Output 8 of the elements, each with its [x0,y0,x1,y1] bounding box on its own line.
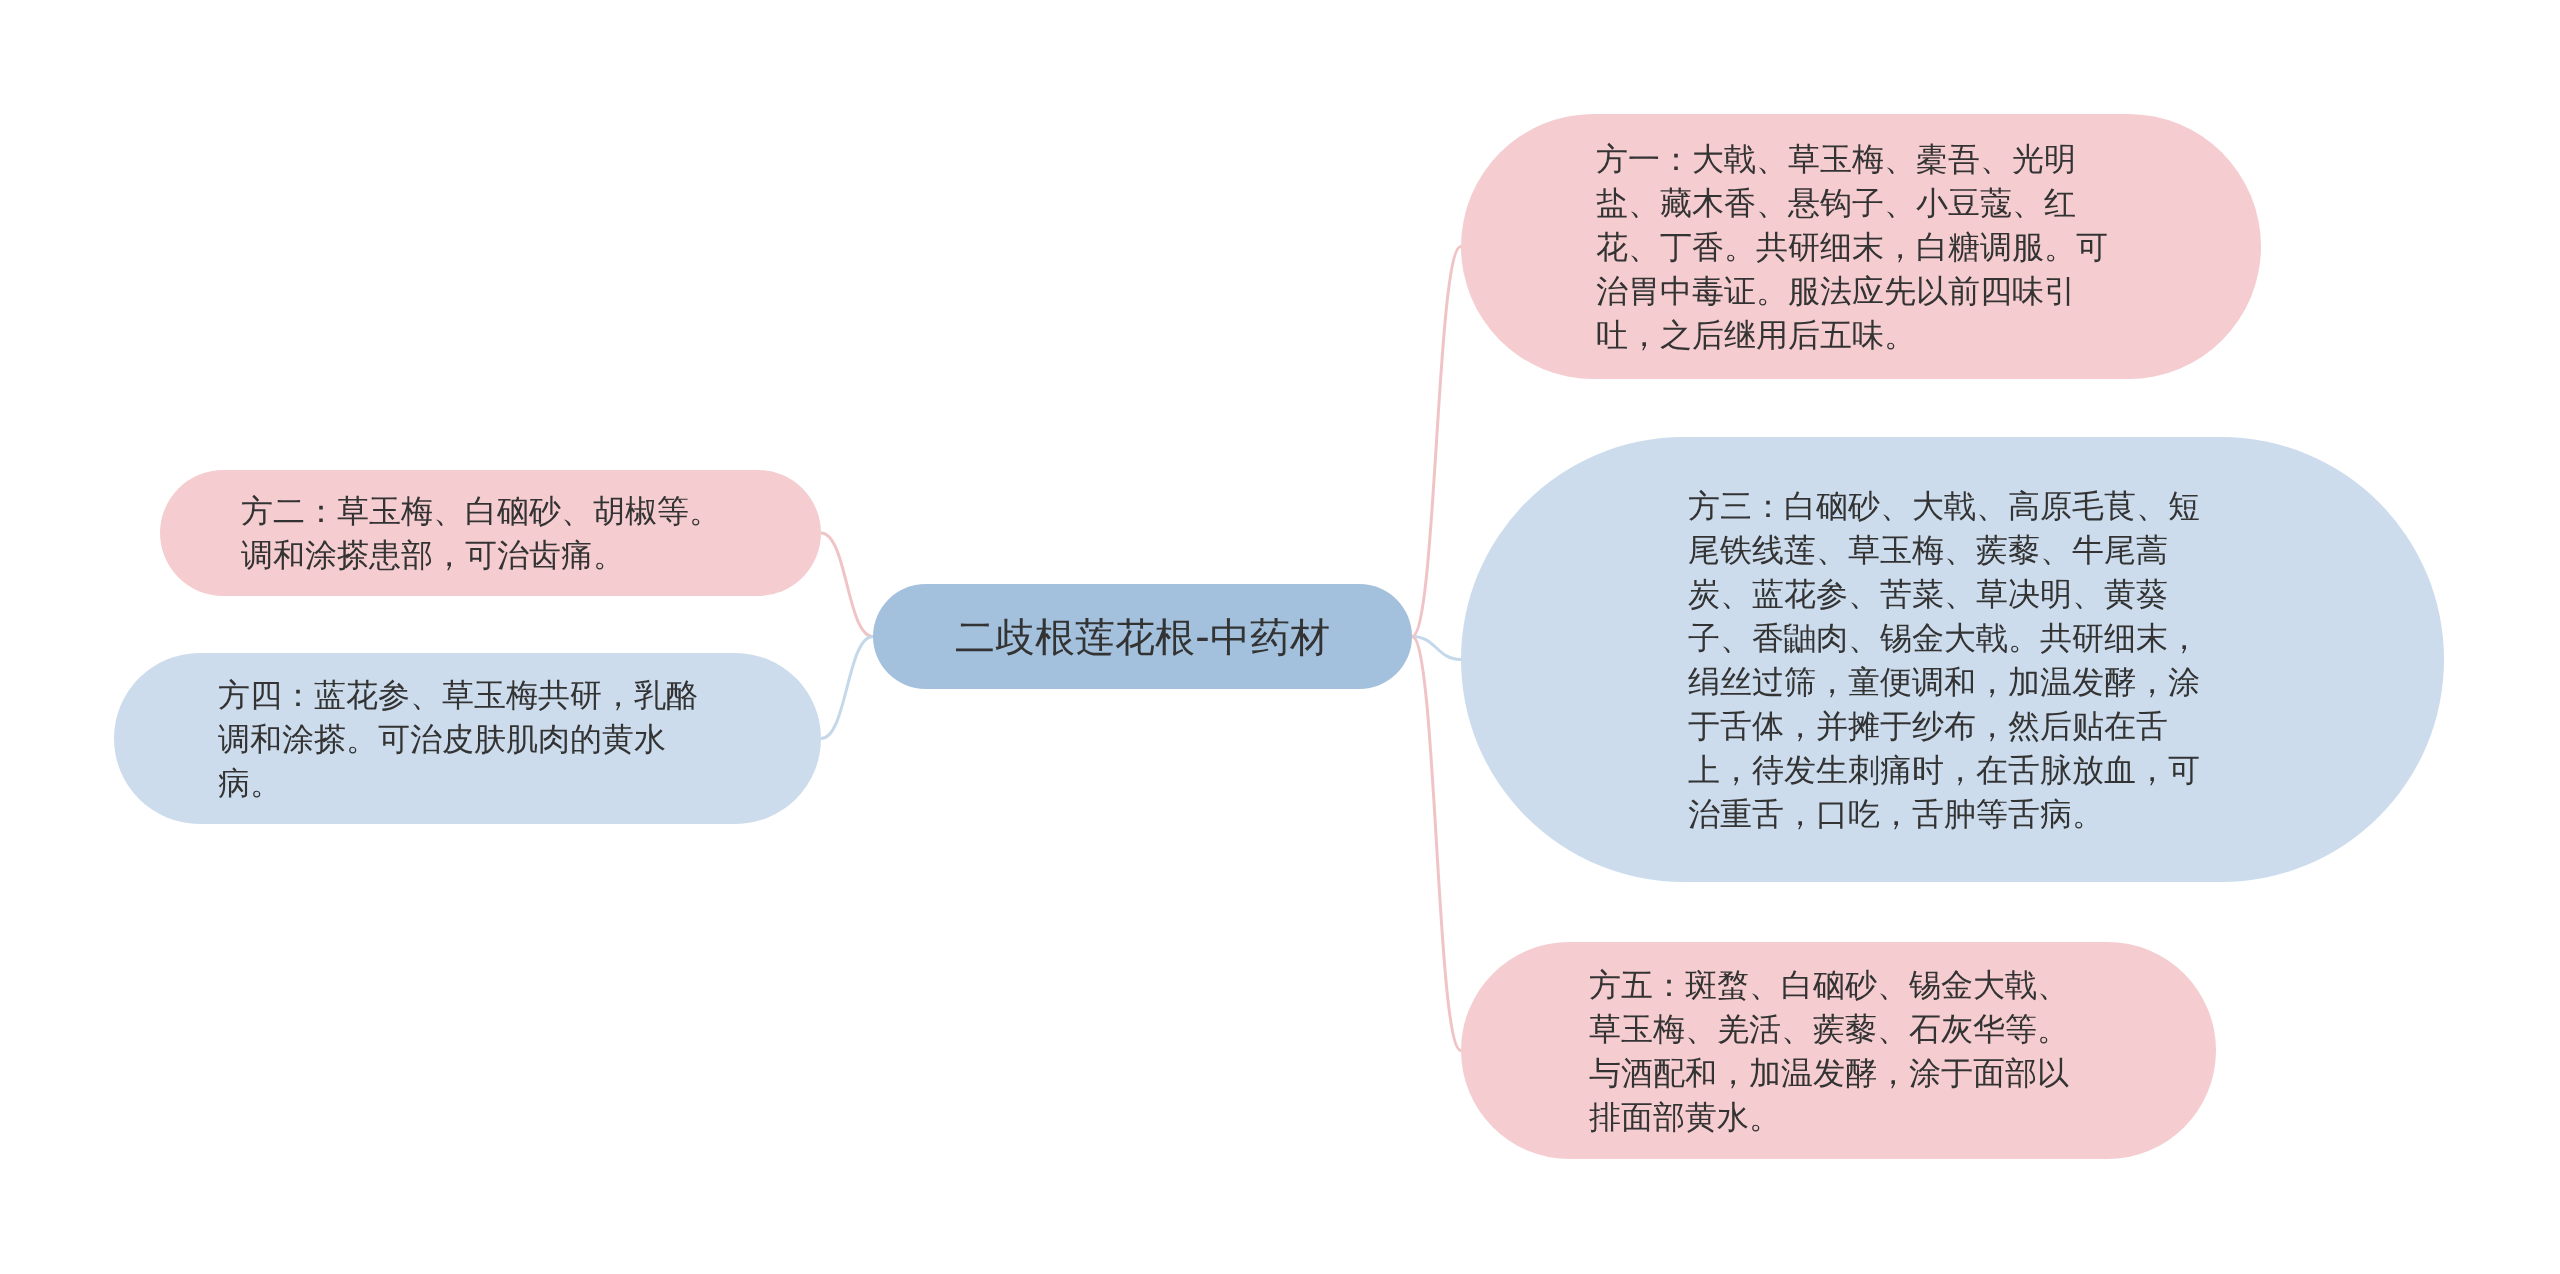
branch-text: 方五：斑蝥、白硇砂、锡金大戟、草玉梅、羌活、蒺藜、石灰华等。与酒配和，加温发酵，涂于面部以排面部黄水。 [1588,964,2070,1138]
branch-text: 方三：白硇砂、大戟、高原毛茛、短尾铁线莲、草玉梅、蒺藜、牛尾蒿炭、蓝花参、苦菜、草决明、黄葵子、香鼬肉、锡金大戟。共研细末，绢丝过筛，童便调和，加温发酵，涂于舌体，并摊于纱布，然后贴在舌上，待发生刺痛时，在舌脉放血，可治重舌，口吃，舌肿等舌病。 [1687,485,2201,835]
branch-text: 方二：草玉梅、白硇砂、胡椒等。调和涂搽患部，可治齿痛。 [240,491,722,576]
topic-text: 二歧根莲花根-中药材 [954,612,1331,662]
branch-text: 方四：蓝花参、草玉梅共研，乳酪调和涂搽。可治皮肤肌肉的黄水病。 [217,674,699,804]
connector-line [820,635,874,740]
connector-line [1411,635,1462,661]
branch-text: 方一：大戟、草玉梅、橐吾、光明盐、藏木香、悬钩子、小豆蔻、红花、丁香。共研细末，白糖调服。可治胃中毒证。服法应先以前四味引吐，之后继用后五味。 [1596,138,2109,356]
